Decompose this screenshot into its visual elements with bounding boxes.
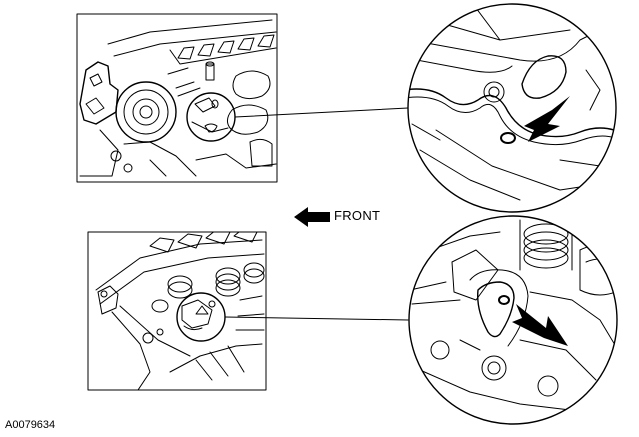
front-direction-indicator xyxy=(294,207,330,227)
bottom-pointer-arrow-icon xyxy=(512,304,568,346)
bottom-cylinder-head-illustration xyxy=(95,232,265,390)
top-overview-frame xyxy=(76,13,278,183)
front-arrow-icon xyxy=(294,207,330,227)
bottom-target-hole xyxy=(498,295,510,305)
figure-id: A0079634 xyxy=(5,419,56,431)
top-overview-panel xyxy=(76,13,278,183)
top-target-hole xyxy=(500,132,516,144)
top-detail-circle xyxy=(407,3,617,213)
bottom-detail-circle xyxy=(408,215,618,425)
top-pointer-arrow-icon xyxy=(524,96,570,142)
top-engine-block-illustration xyxy=(79,19,277,177)
top-leader-line xyxy=(234,107,409,118)
front-label: FRONT xyxy=(334,208,381,223)
bottom-detail-callout-circle xyxy=(176,292,226,342)
bottom-overview-frame xyxy=(87,231,267,391)
bottom-overview-panel xyxy=(87,231,267,391)
bottom-leader-line xyxy=(224,316,409,321)
